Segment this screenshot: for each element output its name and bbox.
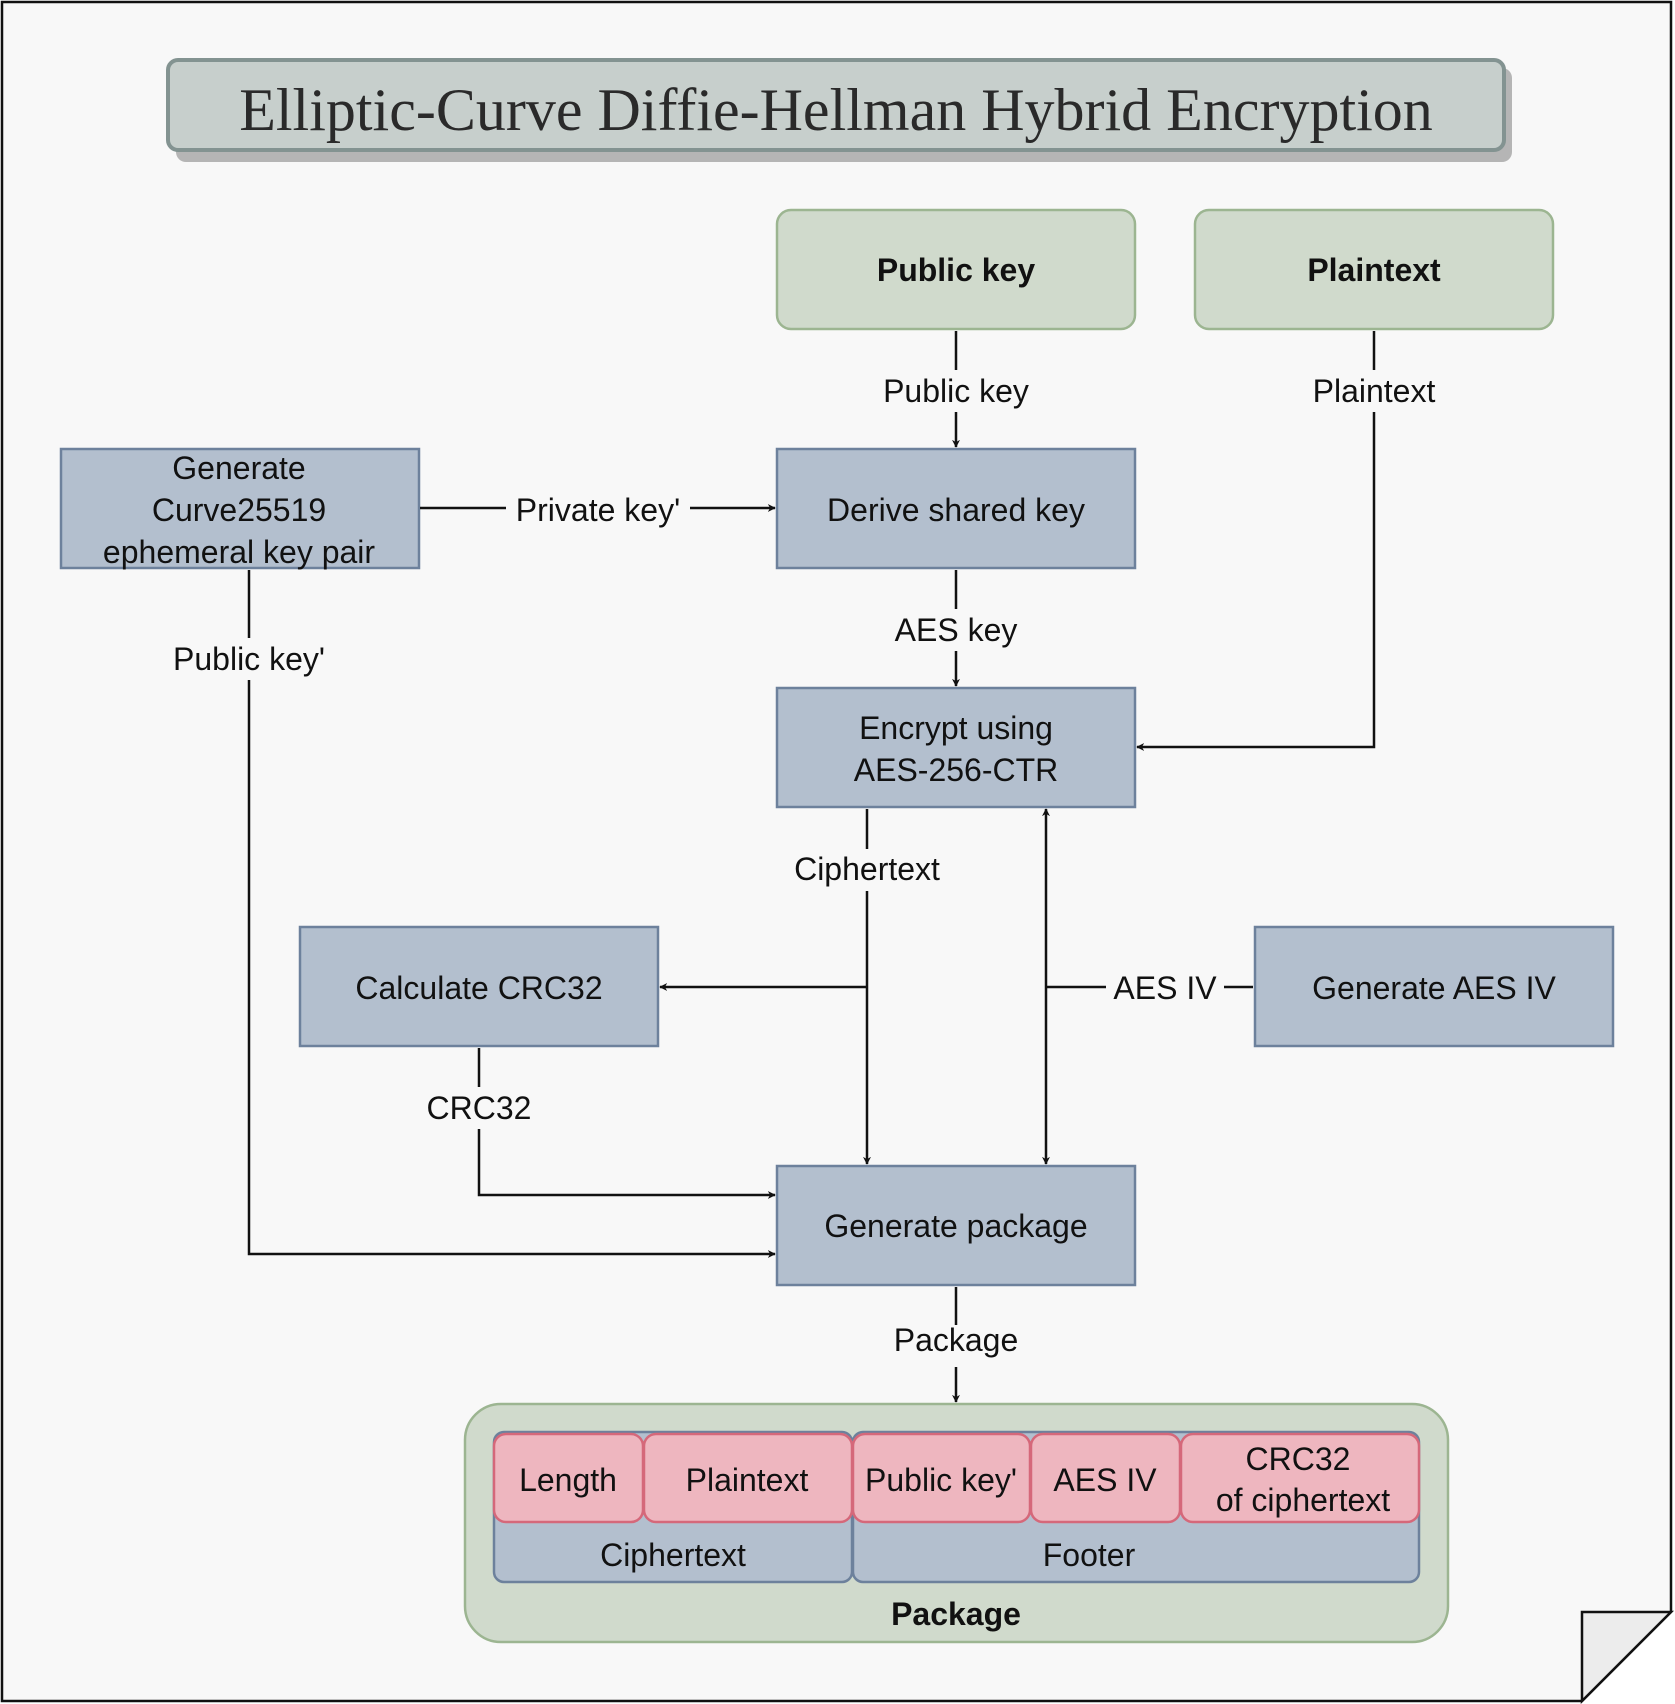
- field-plaintext: Plaintext: [642, 1432, 854, 1524]
- diagram-title: Elliptic-Curve Diffie-Hellman Hybrid Enc…: [239, 77, 1433, 143]
- input-public-key-label: Public key: [877, 252, 1036, 288]
- generate-package-label: Generate package: [824, 1208, 1087, 1244]
- edge-private-key-prime: Private key': [420, 487, 776, 529]
- field-plaintext-label: Plaintext: [686, 1462, 809, 1498]
- field-public-key-prime: Public key': [851, 1432, 1032, 1524]
- page-fold-corner: [1580, 1610, 1675, 1704]
- generate-keypair-line-3: ephemeral key pair: [103, 534, 375, 570]
- field-aes-iv-label: AES IV: [1053, 1462, 1157, 1498]
- edge-crc32: CRC32: [414, 1048, 776, 1199]
- process-calculate-crc32: Calculate CRC32: [298, 925, 660, 1048]
- generate-keypair-line-1: Generate: [172, 450, 305, 486]
- field-crc32: CRC32 of ciphertext: [1179, 1432, 1421, 1524]
- edge-public-key-label: Public key: [883, 373, 1029, 409]
- field-crc32-line-2: of ciphertext: [1216, 1482, 1390, 1518]
- package-container: Package Ciphertext Footer Length Plainte…: [463, 1402, 1450, 1644]
- edge-aes-key: AES key: [884, 570, 1028, 687]
- edge-plaintext: Plaintext: [1136, 331, 1450, 751]
- encrypt-line-1: Encrypt using: [859, 710, 1053, 746]
- edge-ciphertext-label: Ciphertext: [794, 851, 940, 887]
- package-title: Package: [891, 1596, 1021, 1632]
- field-crc32-line-1: CRC32: [1246, 1441, 1351, 1477]
- edge-public-key-prime-label: Public key': [173, 641, 325, 677]
- encrypt-line-2: AES-256-CTR: [854, 752, 1059, 788]
- group-footer-label: Footer: [1043, 1537, 1136, 1573]
- edge-aes-key-label: AES key: [895, 612, 1018, 648]
- process-derive-shared-key: Derive shared key: [775, 447, 1137, 570]
- generate-keypair-line-2: Curve25519: [152, 492, 326, 528]
- edge-package-label: Package: [894, 1322, 1019, 1358]
- derive-shared-key-label: Derive shared key: [827, 492, 1085, 528]
- edge-ciphertext: Ciphertext: [659, 809, 952, 1165]
- edge-package: Package: [880, 1287, 1032, 1403]
- edge-plaintext-label: Plaintext: [1313, 373, 1436, 409]
- process-generate-keypair: Generate Curve25519 ephemeral key pair: [59, 447, 421, 570]
- field-public-key-prime-label: Public key': [865, 1462, 1017, 1498]
- field-length-label: Length: [519, 1462, 617, 1498]
- edge-public-key-prime: Public key': [160, 570, 776, 1258]
- edge-aes-iv: AES IV: [1042, 808, 1253, 1165]
- edge-crc32-label: CRC32: [427, 1090, 532, 1126]
- process-generate-aes-iv: Generate AES IV: [1253, 925, 1615, 1048]
- input-plaintext: Plaintext: [1193, 208, 1555, 331]
- input-plaintext-label: Plaintext: [1307, 252, 1441, 288]
- title-box: Elliptic-Curve Diffie-Hellman Hybrid Enc…: [166, 58, 1512, 162]
- edge-public-key: Public key: [870, 331, 1042, 448]
- calculate-crc32-label: Calculate CRC32: [355, 970, 602, 1006]
- generate-aes-iv-label: Generate AES IV: [1312, 970, 1556, 1006]
- input-public-key: Public key: [775, 208, 1137, 331]
- edge-aes-iv-label: AES IV: [1113, 970, 1217, 1006]
- process-encrypt: Encrypt using AES-256-CTR: [775, 686, 1137, 809]
- field-aes-iv: AES IV: [1029, 1432, 1182, 1524]
- group-ciphertext-label: Ciphertext: [600, 1537, 746, 1573]
- edge-private-key-prime-label: Private key': [516, 492, 680, 528]
- process-generate-package: Generate package: [775, 1164, 1137, 1287]
- field-length: Length: [492, 1432, 645, 1524]
